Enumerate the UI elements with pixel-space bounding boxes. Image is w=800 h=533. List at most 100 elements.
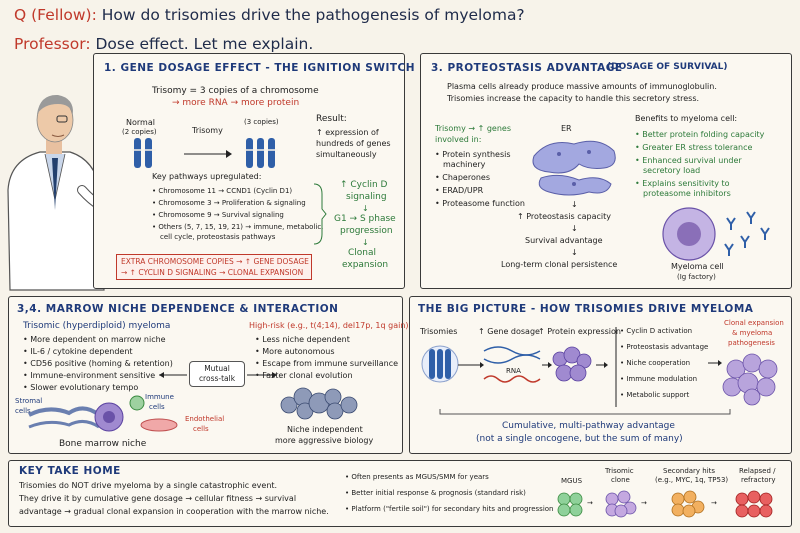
myeloma-cell-label-1: Myeloma cell — [671, 262, 724, 271]
stromal-label: Stromal — [15, 397, 43, 405]
highrisk-item: Escape from immune surveillance — [255, 359, 398, 369]
pathway-item: Chromosome 11 → CCND1 (Cyclin D1) — [152, 187, 292, 196]
proteostasis-flow-arrow: ↓ — [571, 200, 578, 209]
trisomy-definition: Trisomy = 3 copies of a chromosome — [152, 86, 319, 96]
bone-marrow-niche-icon — [28, 395, 178, 432]
benefit-item: Enhanced survival under — [635, 156, 741, 166]
trisomic-item: IL-6 / cytokine dependent — [23, 347, 132, 357]
arrow-right-icon — [184, 150, 232, 158]
mechanisms-divider — [615, 327, 617, 407]
mgus-cluster-icon — [557, 492, 583, 517]
relapsed-cluster-icon — [735, 490, 773, 518]
highrisk-item: Less niche dependent — [255, 335, 350, 345]
pathway-item: Others (5, 7, 15, 19, 21) → immune, meta… — [152, 223, 323, 232]
mechanism-item: Proteostasis advantage — [620, 343, 708, 352]
stage-label: Secondary hits — [663, 467, 716, 475]
er-label: ER — [561, 124, 572, 133]
flow-step: G1 → S phase — [334, 214, 396, 224]
pathway-chrom: Chromosome 11 — [158, 187, 216, 195]
pathway-chrom: Others (5, 7, 15, 19, 21) — [158, 223, 243, 231]
benefit-item: proteasome inhibitors — [643, 189, 731, 198]
professor-answer: Dose effect. Let me explain. — [95, 35, 314, 53]
gene-item: Protein synthesis — [435, 150, 510, 160]
panel-gene-dosage-title: 1. GENE DOSAGE EFFECT - THE IGNITION SWI… — [104, 62, 416, 74]
take-home-line-2a: They drive it by — [19, 494, 82, 503]
summary-line-1: EXTRA CHROMOSOME COPIES → ↑ GENE DOSAGE — [121, 257, 309, 266]
trisomic-item: CD56 positive (homing & retention) — [23, 359, 173, 369]
trisomic-item: Immune-environment sensitive — [23, 371, 155, 381]
outcome-line: & myeloma — [732, 329, 773, 337]
bone-marrow-niche-label: Bone marrow niche — [59, 439, 147, 449]
stage-label-2: refractory — [741, 476, 776, 484]
gene-item: machinery — [443, 160, 486, 169]
pathway-effect: → CCND1 (Cyclin D1) — [218, 187, 293, 195]
niche-independent-label-2: more aggressive biology — [275, 436, 374, 445]
result-label: Result: — [316, 114, 347, 124]
trisomy-arrow-text: → more RNA → more protein — [172, 98, 300, 108]
proteostasis-flow-step: Long-term clonal persistence — [501, 260, 618, 269]
bracket-icon — [313, 183, 327, 245]
genes-title-1: Trisomy → ↑ genes — [435, 124, 512, 133]
take-home-line-2b: cumulative gene dosage — [84, 494, 183, 503]
flow-step: signaling — [346, 192, 387, 202]
highrisk-item: Faster clonal evolution — [255, 371, 352, 381]
immune-label-2: cells — [149, 403, 165, 411]
result-line-1: ↑ expression of — [316, 128, 379, 137]
result-line-3: simultaneously — [316, 150, 377, 159]
endothelial-label: Endothelial — [185, 415, 225, 423]
panel-proteostasis-title: 3. PROTEOSTASIS ADVANTAGE — [431, 62, 623, 74]
take-home-bullet: Better initial response & prognosis (sta… — [345, 489, 526, 498]
tumor-cluster-icon — [280, 387, 358, 420]
proteostasis-flow-arrow: ↓ — [571, 224, 578, 233]
stage-arrow: → — [711, 499, 717, 507]
big-step: Trisomies — [420, 327, 458, 336]
mechanism-item: Immune modulation — [620, 375, 697, 384]
panel-proteostasis-subtitle: (DOSAGE OF SURVIVAL) — [607, 62, 728, 72]
benefit-item: Greater ER stress tolerance — [635, 143, 752, 153]
trisomy-chromosomes-icon — [244, 138, 278, 168]
benefit-item: secretory load — [643, 166, 701, 175]
trisomic-item: Slower evolutionary tempo — [23, 383, 138, 393]
flow-step: Clonal — [348, 248, 377, 258]
myeloma-cell-label-2: (Ig factory) — [677, 273, 716, 281]
flow-arrow: ↓ — [362, 238, 369, 247]
proteostasis-flow-step: Survival advantage — [525, 236, 603, 245]
stage-arrow: → — [641, 499, 647, 507]
professor-line: Professor: Dose effect. Let me explain. — [14, 35, 313, 53]
stage-label-2: (e.g., MYC, 1q, TP53) — [655, 476, 729, 484]
rna-label: RNA — [506, 367, 521, 375]
pathway-item: Chromosome 9 → Survival signaling — [152, 211, 283, 220]
flow-step: expansion — [342, 260, 389, 270]
gene-item: Proteasome function — [435, 199, 525, 209]
question-text: How do trisomies drive the pathogenesis … — [101, 6, 525, 24]
mechanisms-arrow-icon — [708, 360, 722, 366]
secondary-hits-cluster-icon — [671, 490, 705, 518]
benefit-item: Explains sensitivity to — [635, 179, 729, 189]
stage-label: Trisomic — [605, 467, 634, 475]
myeloma-cell-icon — [662, 207, 770, 261]
pathway-effect: → Proliferation & signaling — [213, 199, 306, 207]
proteostasis-intro-2: Trisomies increase the capacity to handl… — [447, 94, 700, 103]
trisomy-label: Trisomy — [192, 126, 223, 135]
professor-illustration — [7, 94, 122, 291]
take-home-line-1: Trisomies do NOT drive myeloma by a sing… — [19, 481, 278, 490]
normal-copies: (2 copies) — [122, 128, 157, 136]
take-home-bullet: Often presents as MGUS/SMM for years — [345, 473, 488, 482]
dna-rna-icon — [483, 346, 541, 383]
flow-step: ↑ Cyclin D — [340, 180, 388, 190]
trisomic-item: More dependent on marrow niche — [23, 335, 165, 345]
gene-item: ERAD/UPR — [435, 186, 483, 196]
proteostasis-flow-step: ↑ Proteostasis capacity — [517, 212, 611, 221]
stage-label: Relapsed / — [739, 467, 776, 475]
proteostasis-flow-arrow: ↓ — [571, 248, 578, 257]
question-label: Q (Fellow): — [14, 6, 97, 24]
trisomy-copies: (3 copies) — [244, 118, 279, 126]
pathway-effect: → immune, metabolic, — [245, 223, 324, 231]
immune-label: Immune — [145, 393, 174, 401]
take-home-line-2c: → cellular fitness → survival — [185, 494, 297, 503]
outcome-line: Clonal expansion — [724, 319, 784, 327]
big-arrows-icon — [458, 362, 608, 368]
panel-gene-dosage: 1. GENE DOSAGE EFFECT - THE IGNITION SWI… — [93, 53, 415, 289]
take-home-line-2: They drive it by cumulative gene dosage … — [19, 494, 296, 504]
pathways-title: Key pathways upregulated: — [152, 172, 262, 181]
